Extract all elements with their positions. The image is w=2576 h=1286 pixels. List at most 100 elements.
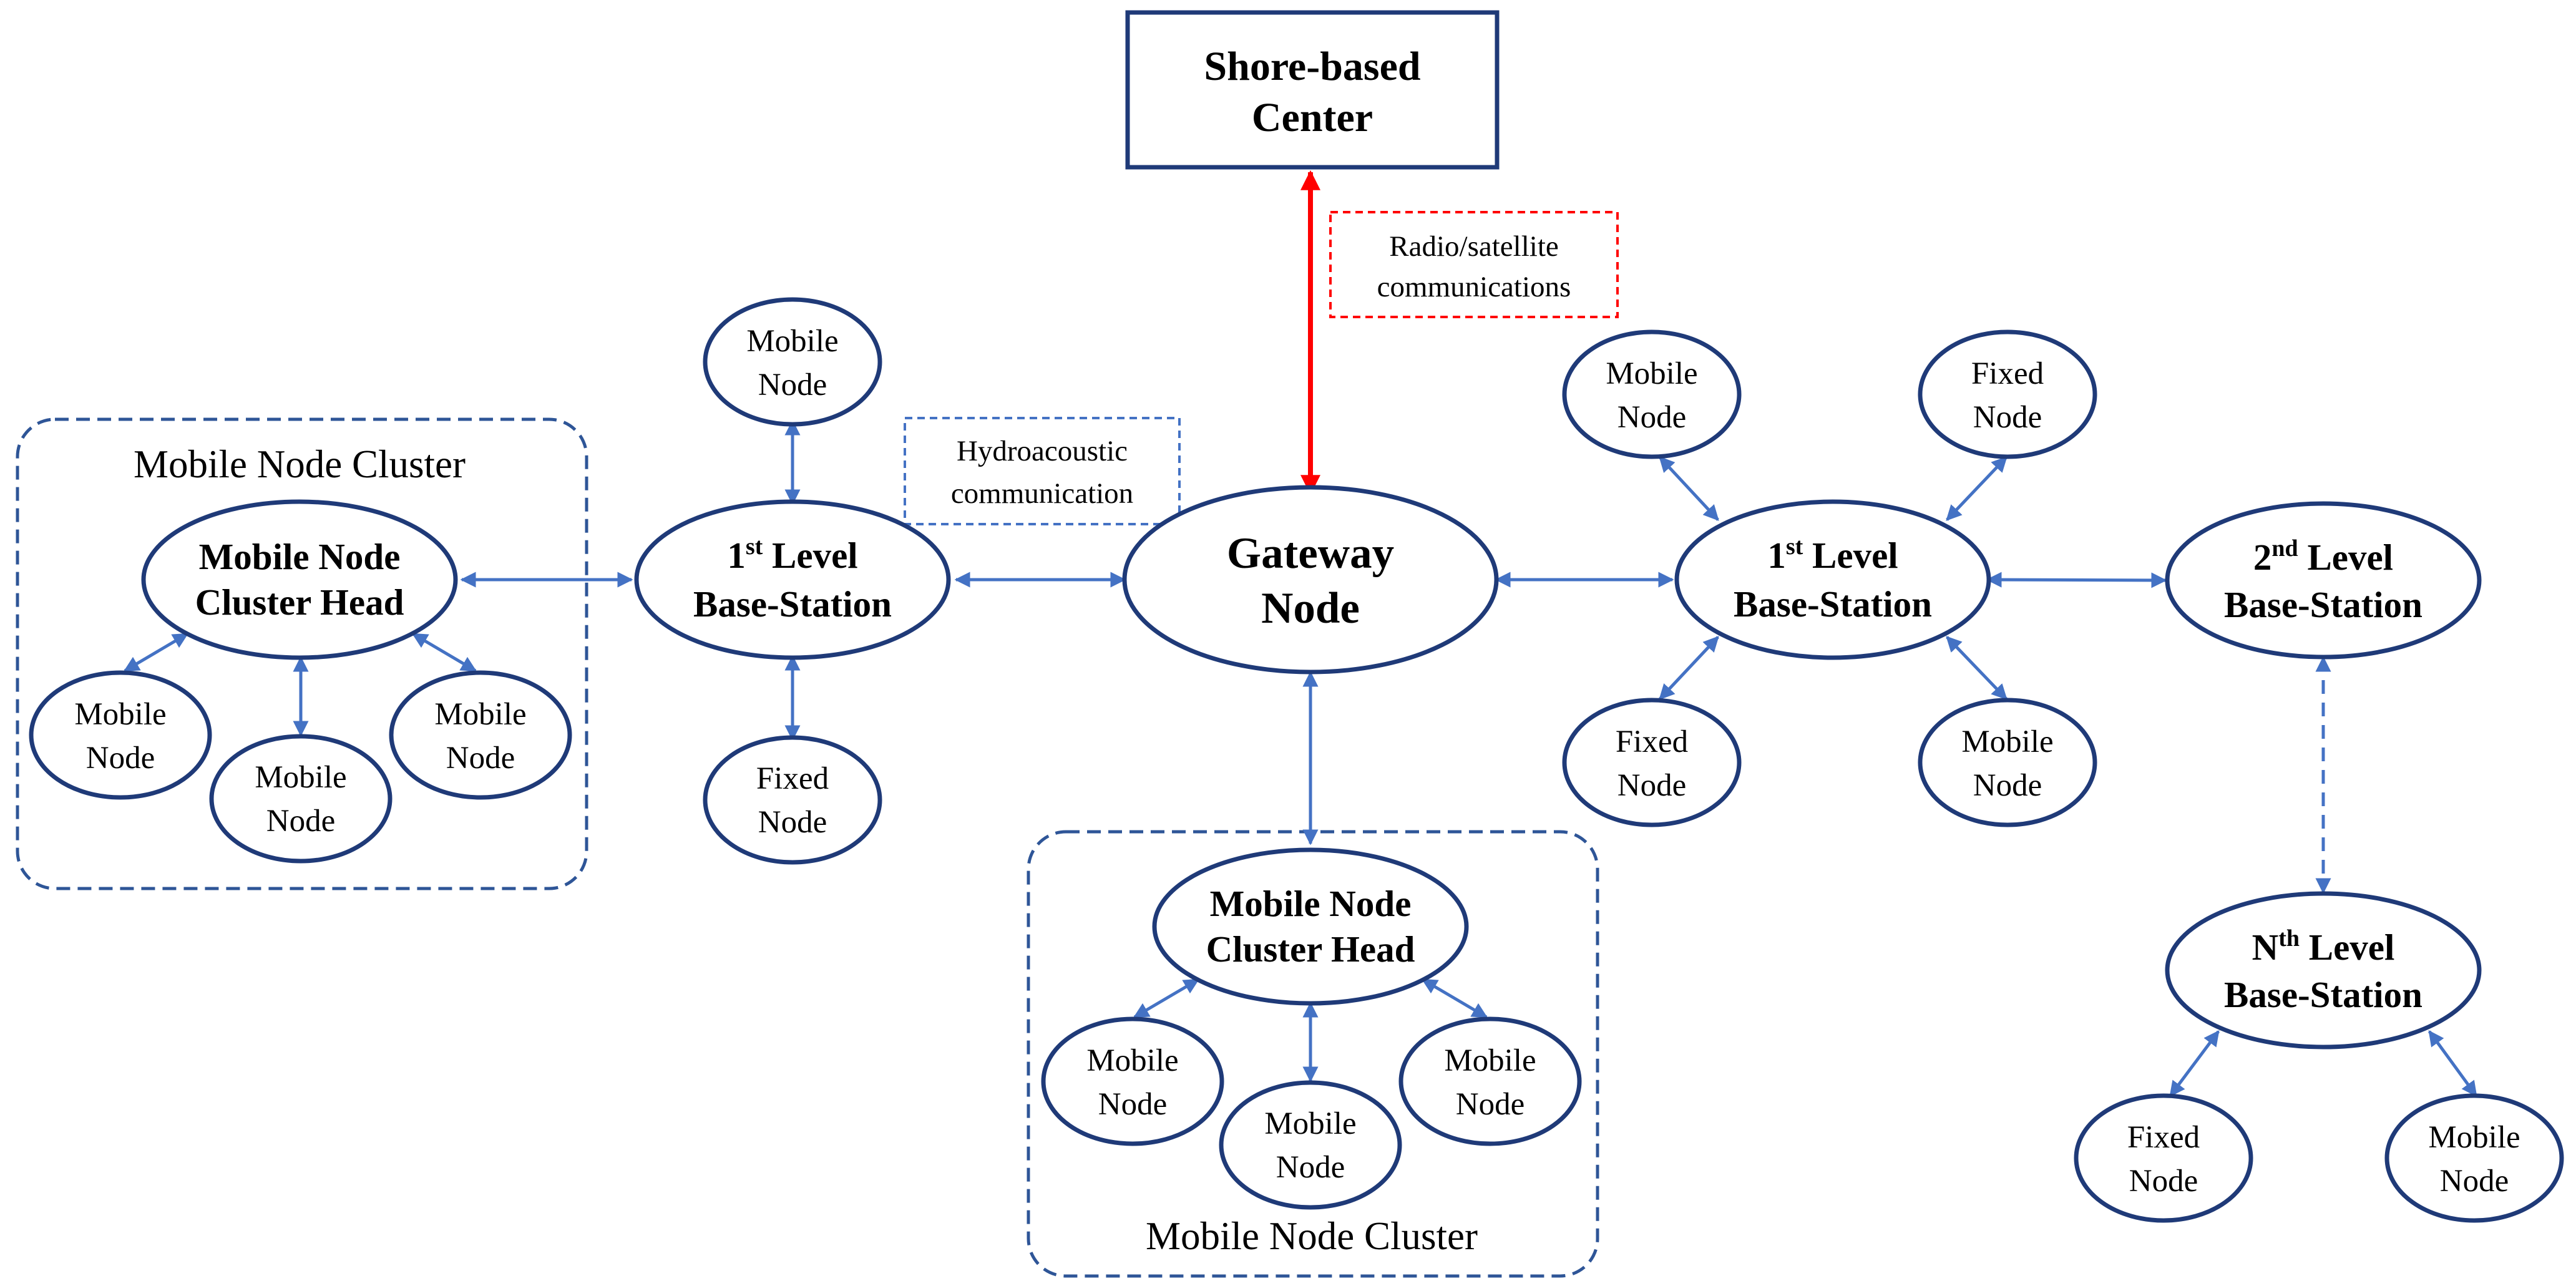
bottom-cluster-member-3-line2: Node bbox=[1456, 1087, 1525, 1122]
bs2-level: Level bbox=[2298, 537, 2393, 578]
hydro-label-line2: communication bbox=[951, 477, 1133, 510]
bottom-cluster-member-3-ellipse bbox=[1398, 1016, 1582, 1146]
bsn-line2: Base-Station bbox=[2224, 974, 2422, 1015]
left-bs-ellipse bbox=[634, 499, 951, 660]
hydro-label-line1: Hydroacoustic bbox=[957, 435, 1128, 467]
right-bs-bottom-left-line2: Node bbox=[1617, 768, 1686, 803]
bottom-cluster-member-3-line1: Mobile bbox=[1444, 1043, 1536, 1078]
left-bs-top-line2: Node bbox=[758, 368, 827, 402]
left-cluster-head-line1: Mobile Node bbox=[199, 536, 401, 577]
bottom-cluster-head-line1: Mobile Node bbox=[1210, 883, 1412, 924]
left-bs-level: Level bbox=[763, 535, 857, 576]
left-bs-top-ellipse bbox=[703, 297, 882, 427]
hydroacoustic-label: Hydroacoustic communication bbox=[904, 417, 1181, 525]
bottom-cluster-member-1-line1: Mobile bbox=[1086, 1043, 1178, 1078]
left-cluster-member-2-line1: Mobile bbox=[255, 760, 346, 795]
left-bs-sup: st bbox=[746, 533, 763, 560]
bsn-right-ellipse bbox=[2384, 1093, 2564, 1223]
left-bs-line2: Base-Station bbox=[693, 583, 892, 625]
left-cluster-head-ellipse bbox=[141, 499, 458, 660]
link-bottom-head-to-member-1 bbox=[1133, 978, 1200, 1019]
right-bs-sup: st bbox=[1786, 533, 1803, 560]
bsn-level: Level bbox=[2300, 927, 2394, 968]
right-bs-num: 1 bbox=[1767, 535, 1786, 576]
radio-satellite-label: Radio/satellite communications bbox=[1329, 211, 1619, 318]
left-bs-top-node: Mobile Node bbox=[703, 297, 882, 427]
left-cluster-member-2-line2: Node bbox=[266, 804, 335, 839]
shore-center-line1: Shore-based bbox=[1204, 44, 1420, 89]
left-cluster-head-line2: Cluster Head bbox=[195, 582, 404, 623]
left-cluster-member-3-line1: Mobile bbox=[434, 697, 526, 732]
link-right-bs-to-bottom-right bbox=[1946, 636, 2008, 700]
links bbox=[123, 170, 2478, 1098]
right-bs-top-right-line1: Fixed bbox=[1971, 356, 2044, 391]
right-bs-bottom-left-node: Fixed Node bbox=[1562, 698, 1742, 827]
left-bs-bottom-line1: Fixed bbox=[756, 761, 829, 796]
hydro-label-box bbox=[904, 417, 1181, 525]
bs2-num: 2 bbox=[2253, 537, 2272, 578]
link-right-bs-to-bottom-left bbox=[1659, 636, 1719, 700]
gateway-ellipse bbox=[1122, 485, 1499, 675]
left-cluster-member-1-line2: Node bbox=[86, 741, 155, 776]
right-bs-top-right-node: Fixed Node bbox=[1918, 329, 2097, 459]
left-cluster-member-1: Mobile Node bbox=[29, 670, 212, 800]
bsn-right-node: Mobile Node bbox=[2384, 1093, 2564, 1223]
right-bs-bottom-right-line2: Node bbox=[1973, 768, 2042, 803]
right-bs-line1: 1st Level bbox=[1767, 533, 1898, 576]
nth-level-base-station: Nth Level Base-Station bbox=[2165, 891, 2482, 1050]
gateway-node: Gateway Node bbox=[1122, 485, 1499, 675]
left-bs-bottom-ellipse bbox=[703, 735, 882, 865]
left-bs-line1: 1st Level bbox=[727, 533, 857, 576]
shore-based-center: Shore-based Center bbox=[1125, 10, 1500, 170]
right-bs-top-right-line2: Node bbox=[1973, 400, 2042, 435]
bottom-cluster-member-1-line2: Node bbox=[1098, 1087, 1167, 1122]
right-bs-bottom-right-line1: Mobile bbox=[1961, 724, 2053, 759]
right-bs-top-left-ellipse bbox=[1562, 329, 1742, 459]
left-cluster-member-2-ellipse bbox=[209, 734, 393, 864]
shore-center-box bbox=[1125, 10, 1500, 170]
left-cluster-member-2: Mobile Node bbox=[209, 734, 393, 864]
bottom-cluster-head-line2: Cluster Head bbox=[1206, 928, 1415, 970]
link-left-head-to-member-1 bbox=[123, 632, 189, 673]
second-level-base-station: 2nd Level Base-Station bbox=[2165, 501, 2482, 660]
right-bs-bottom-right-node: Mobile Node bbox=[1918, 698, 2097, 827]
bsn-right-line2: Node bbox=[2440, 1164, 2509, 1199]
bottom-cluster-member-2-line2: Node bbox=[1276, 1150, 1345, 1185]
bsn-left-line2: Node bbox=[2129, 1164, 2198, 1199]
right-bs-bottom-right-ellipse bbox=[1918, 698, 2097, 827]
right-bs-bottom-left-line1: Fixed bbox=[1616, 724, 1688, 759]
bottom-cluster-member-3: Mobile Node bbox=[1398, 1016, 1582, 1146]
bsn-left-line1: Fixed bbox=[2127, 1120, 2200, 1155]
shore-center-line2: Center bbox=[1252, 95, 1373, 140]
right-bs-top-left-node: Mobile Node bbox=[1562, 329, 1742, 459]
bottom-cluster-head-ellipse bbox=[1152, 847, 1469, 1006]
right-base-station: 1st Level Base-Station bbox=[1674, 499, 1991, 660]
left-cluster-member-1-ellipse bbox=[29, 670, 212, 800]
radio-label-box bbox=[1329, 211, 1619, 318]
bsn-right-line1: Mobile bbox=[2428, 1120, 2520, 1155]
bottom-cluster-member-1-ellipse bbox=[1041, 1016, 1224, 1146]
left-bs-bottom-node: Fixed Node bbox=[703, 735, 882, 865]
link-bsn-to-left bbox=[2169, 1030, 2220, 1098]
bsn-sup: th bbox=[2278, 925, 2300, 952]
left-bs-num: 1 bbox=[727, 535, 746, 576]
bottom-cluster-member-2-line1: Mobile bbox=[1264, 1106, 1356, 1141]
bottom-cluster-title: Mobile Node Cluster bbox=[1146, 1214, 1478, 1258]
bsn-left-ellipse bbox=[2074, 1093, 2253, 1223]
bs2-line2: Base-Station bbox=[2224, 584, 2422, 625]
right-bs-top-left-line2: Node bbox=[1617, 400, 1686, 435]
left-cluster-head: Mobile Node Cluster Head bbox=[141, 499, 458, 660]
bsn-num: N bbox=[2252, 927, 2279, 968]
right-bs-top-left-line1: Mobile bbox=[1606, 356, 1697, 391]
link-bottom-head-to-member-3 bbox=[1421, 978, 1488, 1019]
bs2-line1: 2nd Level bbox=[2253, 535, 2393, 578]
left-cluster-member-1-line1: Mobile bbox=[74, 697, 166, 732]
right-bs-line2: Base-Station bbox=[1734, 583, 1932, 625]
bsn-left-node: Fixed Node bbox=[2074, 1093, 2253, 1223]
bsn-line1: Nth Level bbox=[2252, 925, 2395, 968]
bottom-cluster-member-2: Mobile Node bbox=[1219, 1080, 1402, 1210]
left-bs-bottom-line2: Node bbox=[758, 805, 827, 840]
left-cluster-box bbox=[16, 417, 588, 890]
bottom-cluster-head: Mobile Node Cluster Head bbox=[1152, 847, 1469, 1006]
link-bsn-to-right bbox=[2427, 1030, 2478, 1098]
